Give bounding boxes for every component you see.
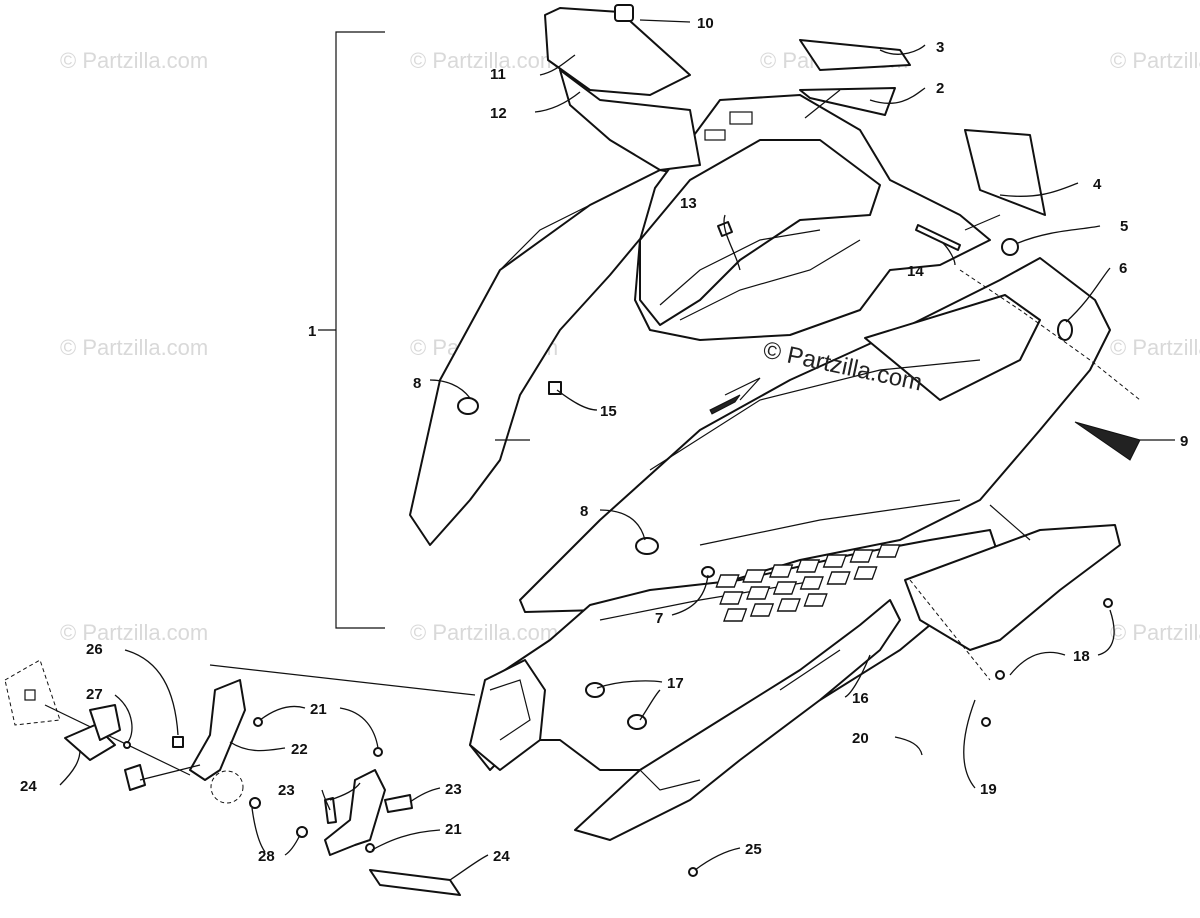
callout-label: 23 bbox=[445, 781, 462, 798]
watermark-text: © Partzilla.com bbox=[410, 48, 558, 73]
watermark-text: © Partzilla.com bbox=[60, 48, 208, 73]
callout-label: 24 bbox=[493, 848, 510, 865]
watermark-text: © Partzilla.com bbox=[1110, 48, 1200, 73]
callout-label: 25 bbox=[745, 841, 762, 858]
callout-label: 13 bbox=[680, 195, 697, 212]
watermark-text: © Partzilla.com bbox=[410, 620, 558, 645]
clip-part-10 bbox=[614, 4, 634, 22]
callout-label: 7 bbox=[655, 610, 663, 627]
callout-label: 2 bbox=[936, 80, 944, 97]
callout-label: 5 bbox=[1120, 218, 1128, 235]
callout-label: 12 bbox=[490, 105, 507, 122]
callout-label: 17 bbox=[667, 675, 684, 692]
callout-labels: 1 2 3 4 5 6 7 8 8 9 10 11 12 13 14 15 16… bbox=[20, 15, 1188, 865]
callout-label: 21 bbox=[445, 821, 462, 838]
callout-label: 19 bbox=[980, 781, 997, 798]
hood-assembly bbox=[409, 94, 1121, 841]
fastener-parts bbox=[457, 221, 1141, 877]
callout-label: 22 bbox=[291, 741, 308, 758]
assembly-bracket bbox=[318, 31, 385, 629]
callout-label: 28 bbox=[258, 848, 275, 865]
watermark-text: © Partzilla.com bbox=[60, 620, 208, 645]
callout-label: 4 bbox=[1093, 176, 1102, 193]
callout-label: 16 bbox=[852, 690, 869, 707]
callout-label: 24 bbox=[20, 778, 37, 795]
callout-label: 8 bbox=[413, 375, 421, 392]
callout-label: 10 bbox=[697, 15, 714, 32]
reference-lines bbox=[209, 89, 1141, 696]
callout-label: 15 bbox=[600, 403, 617, 420]
callout-label: 26 bbox=[86, 641, 103, 658]
callout-label: 8 bbox=[580, 503, 588, 520]
watermark-text: © Partzilla.com bbox=[60, 335, 208, 360]
callout-label: 1 bbox=[308, 323, 316, 340]
bracket-assembly bbox=[4, 659, 461, 896]
callout-label: 18 bbox=[1073, 648, 1090, 665]
callout-label: 27 bbox=[86, 686, 103, 703]
watermark-text: © Partzilla.com bbox=[1110, 620, 1200, 645]
callout-label: 23 bbox=[278, 782, 295, 799]
grille-cells bbox=[715, 544, 901, 622]
callout-label: 3 bbox=[936, 39, 944, 56]
callout-label: 9 bbox=[1180, 433, 1188, 450]
callout-label: 11 bbox=[490, 66, 506, 83]
callout-label: 20 bbox=[852, 730, 869, 747]
callout-label: 6 bbox=[1119, 260, 1127, 277]
callout-label: 14 bbox=[907, 263, 924, 280]
watermark-text: © Partzilla.com bbox=[1110, 335, 1200, 360]
top-parts bbox=[544, 4, 1046, 216]
callout-label: 21 bbox=[310, 701, 327, 718]
leader-lines bbox=[59, 19, 1175, 881]
